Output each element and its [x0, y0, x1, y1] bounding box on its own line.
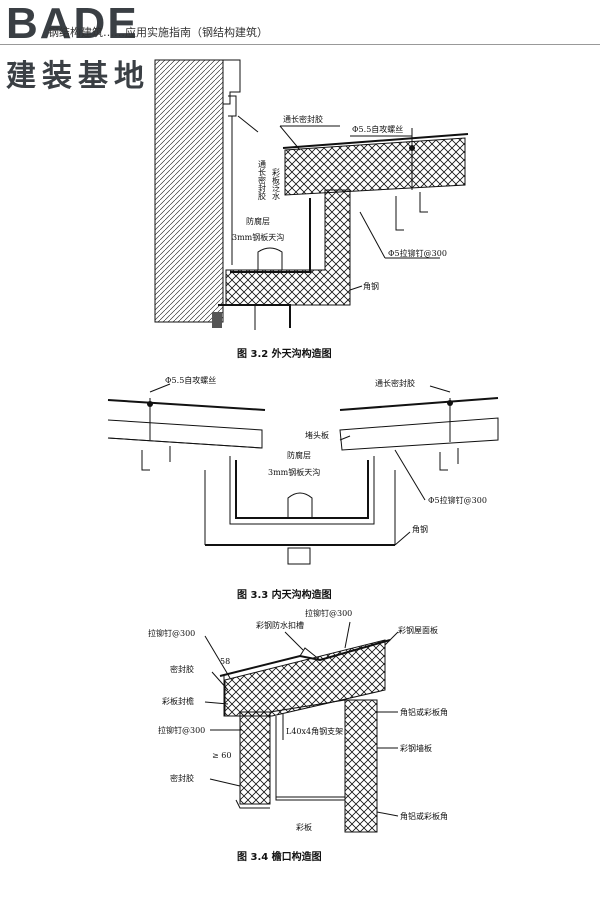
- label-rivet: Φ5拉铆钉@300: [388, 248, 447, 258]
- label-dim-60: ≥ 60: [212, 751, 231, 760]
- label-angle-support: L40x4角钢支架: [286, 726, 343, 736]
- right-screw-head: [447, 400, 453, 406]
- gutter-outer: [229, 456, 375, 525]
- left-screw-head: [147, 401, 153, 407]
- right-purlin: [439, 448, 459, 471]
- label-screw: Φ5.5自攻螺丝: [352, 124, 403, 134]
- caption-fig-3-2: 图 3.2 外天沟构造图: [237, 347, 332, 360]
- label-roof-panel: 彩钢屋面板: [398, 625, 438, 635]
- label-angle-corner-1: 角铝或彩板角: [400, 707, 448, 717]
- running-head: 钢结构建筑……应用实施指南（钢结构建筑）: [48, 26, 268, 39]
- label-anticorrosion: 防腐层: [246, 216, 270, 226]
- right-roof-skin: [339, 397, 499, 411]
- right-roof-panel: [339, 417, 499, 451]
- label-sealant: 密封胶: [170, 664, 194, 674]
- left-roof-skin: [107, 399, 266, 411]
- leader-rivet-2: [394, 449, 426, 501]
- purlin: [395, 192, 428, 231]
- left-purlin: [141, 446, 171, 471]
- parapet-flashing: [223, 59, 241, 105]
- leader-cap: [284, 631, 304, 651]
- outlet-dome: [257, 247, 283, 270]
- leader-sealant-2: [429, 385, 451, 393]
- bottom-flashing: [235, 799, 270, 809]
- label-angle-corner-2: 角铝或彩板角: [400, 811, 448, 821]
- outlet-dome-2: [287, 492, 313, 517]
- column-stub: [287, 547, 311, 565]
- waterproof-cap: [299, 647, 321, 661]
- wall-hatch: [154, 59, 224, 323]
- leader-corner-2: [376, 811, 399, 817]
- leader-angle: [349, 285, 363, 291]
- label-bottom-panel: 彩板: [296, 822, 312, 832]
- flashing-slope: [237, 115, 259, 133]
- figure-3-2: 通长密封胶 Φ5.5自攻螺丝 通长密封胶 彩板泛水 防腐层 3mm钢板天沟 Φ5…: [154, 59, 469, 360]
- label-rivet-left: 拉铆钉@300: [148, 628, 195, 638]
- label-anticorrosion-2: 防腐层: [287, 450, 311, 460]
- figure-3-3: Φ5.5自攻螺丝 通长密封胶 堵头板 防腐层 3mm钢板天沟 Φ5拉铆钉@300…: [107, 375, 499, 601]
- eave-flashing: [223, 676, 242, 717]
- leader-roof-panel: [384, 631, 399, 646]
- leader-sealant: [211, 671, 229, 691]
- steel-gutter: [230, 198, 311, 273]
- label-sealant-2: 通长密封胶: [375, 378, 415, 388]
- leader-rivet-top: [344, 621, 351, 649]
- left-roof-panel: [107, 419, 263, 449]
- label-rivet-mid: 拉铆钉@300: [158, 725, 205, 735]
- opening-top: [269, 699, 346, 713]
- header-rule: [0, 44, 600, 45]
- label-gutter-2: 3mm钢板天沟: [268, 467, 320, 477]
- leader-rivet: [359, 211, 386, 259]
- leader-endplate: [339, 435, 351, 441]
- figure-3-4: 彩钢防水扣槽 拉铆钉@300 拉铆钉@300 58 彩钢屋面板 密封胶 彩板封檐…: [148, 608, 448, 863]
- gutter-insulation: [225, 189, 351, 306]
- label-flashing: 彩板封檐: [162, 696, 194, 706]
- label-rivet-2: Φ5拉铆钉@300: [428, 495, 487, 505]
- roof-skin: [282, 133, 469, 149]
- caption-fig-3-4: 图 3.4 檐口构造图: [237, 850, 322, 863]
- left-wall-insulation: [239, 711, 271, 805]
- leader-sealant: [279, 125, 301, 151]
- label-angle: 角钢: [363, 281, 379, 291]
- left-roof-bottom: [107, 437, 263, 449]
- wall-bracket: [212, 312, 222, 328]
- label-screw-2: Φ5.5自攻螺丝: [165, 375, 216, 385]
- leader-sealant-low: [209, 778, 241, 787]
- label-angle-2: 角钢: [412, 524, 428, 534]
- angle-steel: [218, 304, 291, 328]
- brand-block: BADE 建装基地: [6, 2, 150, 94]
- right-wall-insulation: [344, 699, 378, 833]
- label-waterproof-cap: 彩钢防水扣槽: [256, 620, 304, 630]
- label-sealant-low: 密封胶: [170, 773, 194, 783]
- eave-roof-skin: [219, 639, 391, 677]
- roof-panel: [284, 137, 466, 196]
- opening-frame: [275, 716, 345, 801]
- label-gutter: 3mm钢板天沟: [232, 232, 284, 242]
- label-flashing-vertical: 彩板泛水: [272, 167, 281, 200]
- screw-head: [409, 145, 415, 151]
- label-sealant-long: 通长密封胶: [283, 114, 323, 124]
- brand-logo: BADE: [6, 0, 139, 48]
- leader-flashing: [204, 701, 229, 705]
- label-sealant-vertical: 通长密封胶: [258, 159, 267, 201]
- inner-gutter: [235, 460, 369, 519]
- label-rivet-top: 拉铆钉@300: [305, 608, 352, 618]
- label-dim-58: 58: [220, 657, 230, 666]
- leader-screw-2: [149, 383, 171, 393]
- leader-rivet-left: [204, 635, 231, 679]
- leader-angle-2: [394, 531, 411, 546]
- brand-subtitle: 建装基地: [6, 59, 150, 94]
- caption-fig-3-3: 图 3.3 内天沟构造图: [237, 588, 332, 601]
- label-endplate: 堵头板: [305, 430, 329, 440]
- flashing-cap: [228, 95, 237, 117]
- label-wall-panel: 彩钢墙板: [400, 743, 432, 753]
